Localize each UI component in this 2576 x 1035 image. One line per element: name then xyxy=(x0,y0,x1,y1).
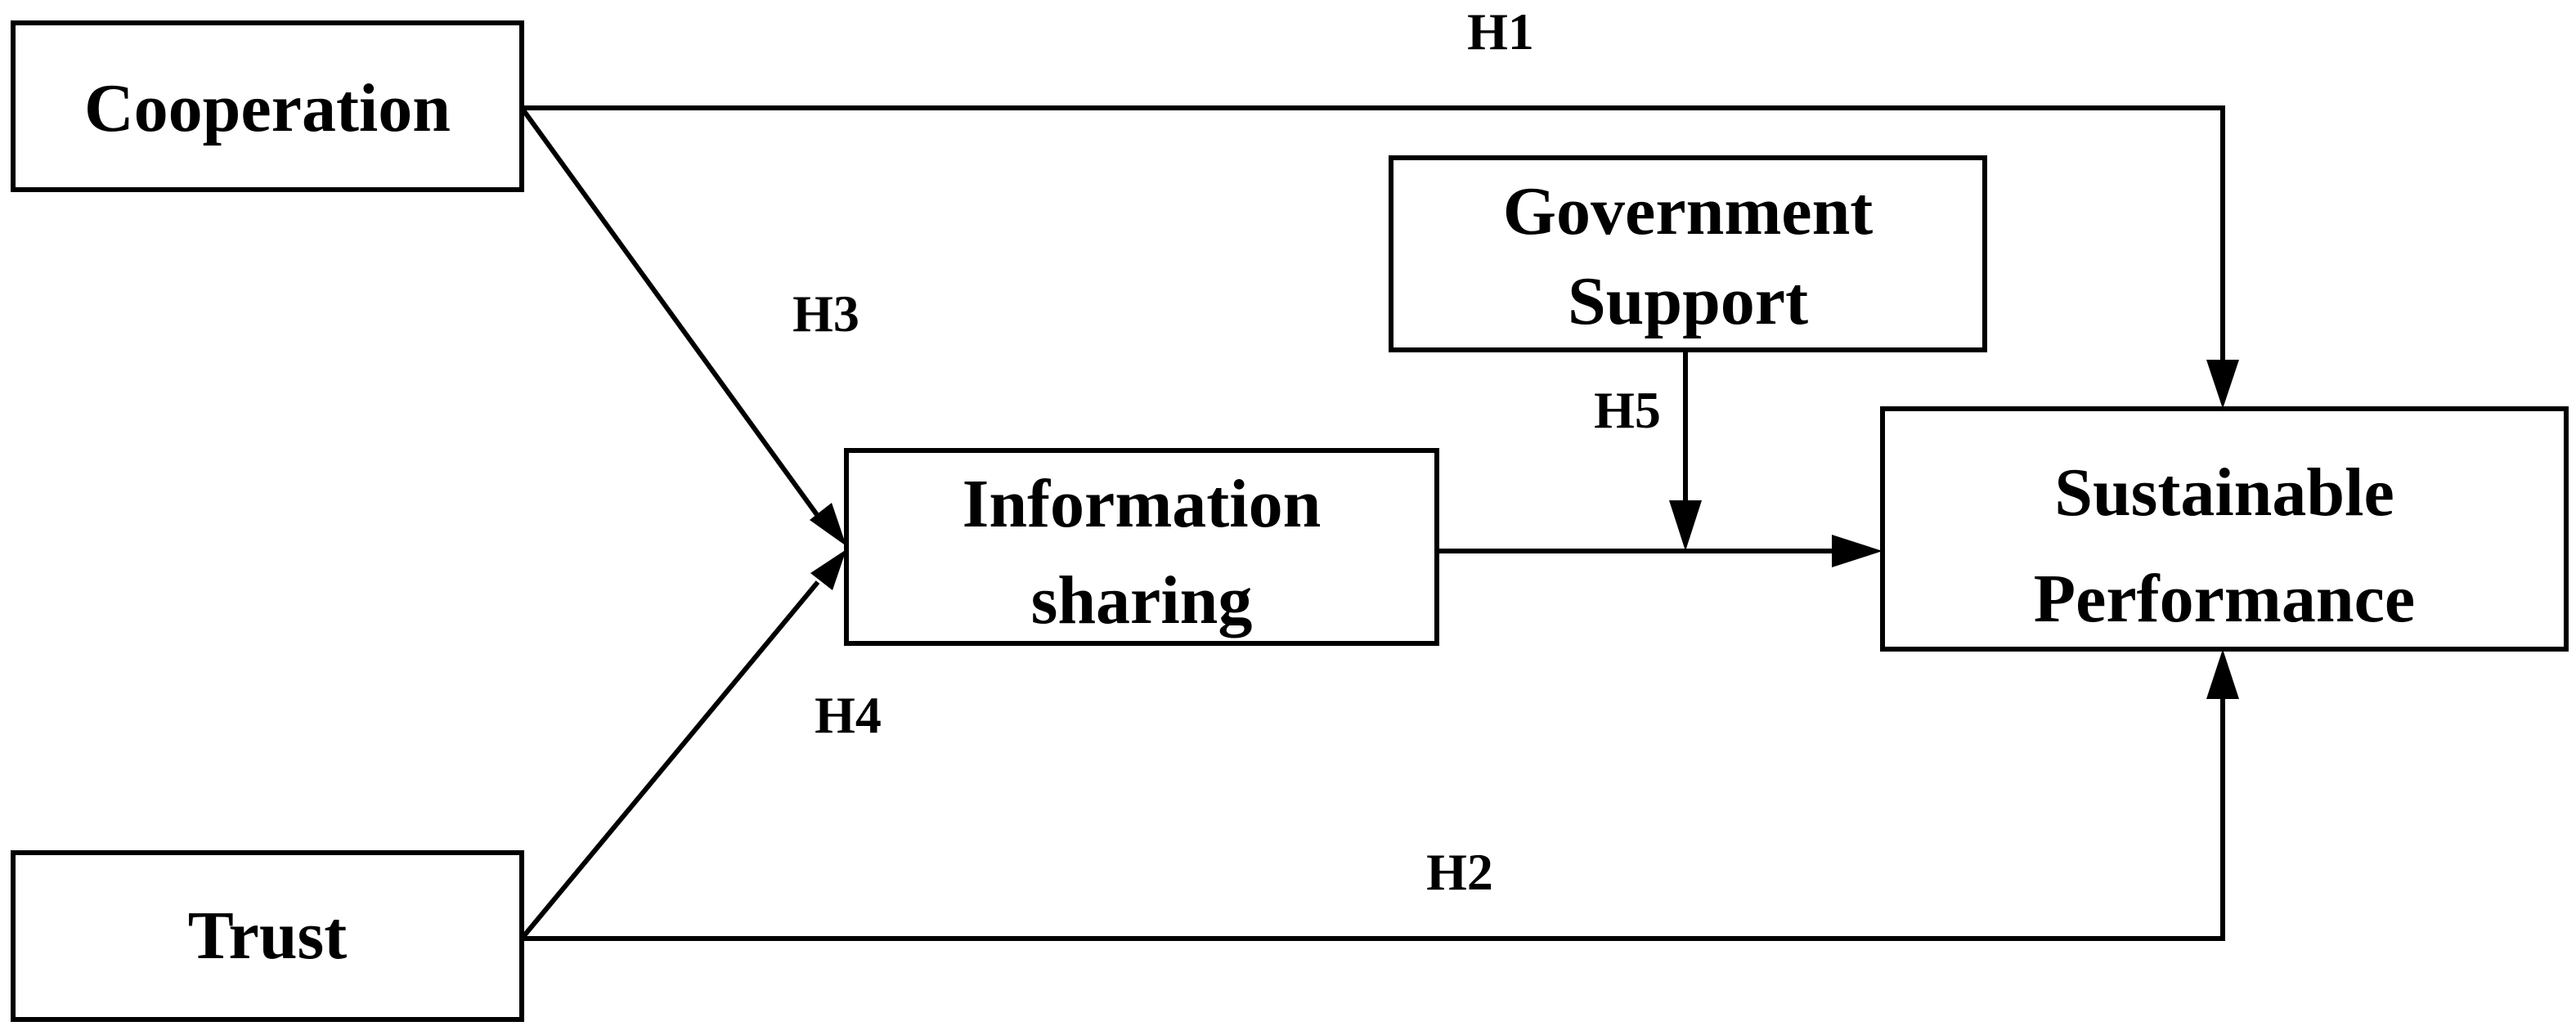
h4-label: H4 xyxy=(815,686,882,744)
h1-label: H1 xyxy=(1467,2,1534,60)
trust-box xyxy=(11,850,524,1022)
information-sharing-label-line1: Information xyxy=(963,466,1322,542)
cooperation-box xyxy=(11,20,524,192)
sustainable-performance-box xyxy=(1880,406,2569,652)
h3-label: H3 xyxy=(792,285,859,343)
government-support-box xyxy=(1389,155,1987,352)
h3-path xyxy=(519,106,820,518)
information-sharing-label-line2: sharing xyxy=(1031,562,1253,638)
information-to-performance-arrowhead xyxy=(1832,535,1883,567)
h5-label: H5 xyxy=(1594,381,1661,439)
information-sharing-box xyxy=(844,448,1439,646)
h1-arrowhead xyxy=(2206,360,2239,409)
h2-arrowhead xyxy=(2206,649,2239,699)
sustainable-performance-label-line2: Performance xyxy=(2034,561,2415,637)
h1-path xyxy=(522,105,2225,360)
government-support-label-line1: Government xyxy=(1503,173,1874,249)
h2-label: H2 xyxy=(1426,843,1493,901)
cooperation-label: Cooperation xyxy=(84,70,451,146)
h3-arrowhead xyxy=(810,503,846,546)
sustainable-performance-label-line1: Sustainable xyxy=(2054,455,2394,531)
h4-arrowhead xyxy=(810,549,846,590)
h5-arrowhead xyxy=(1669,500,1702,551)
h2-path xyxy=(522,699,2225,941)
h4-path xyxy=(519,580,820,940)
trust-label: Trust xyxy=(188,898,347,974)
government-support-label-line2: Support xyxy=(1568,263,1808,339)
